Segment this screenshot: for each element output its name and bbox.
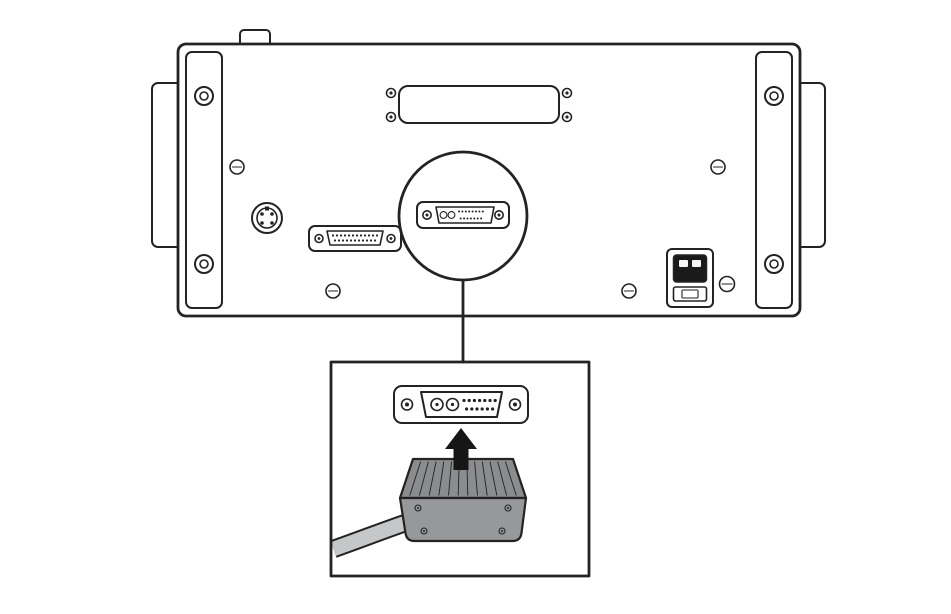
plate-screw-icons (385, 87, 573, 123)
mounting-hole-icon (194, 86, 214, 106)
detail-pin-dots (462, 398, 497, 411)
screw-icon (718, 275, 736, 293)
power-inlet-module (666, 248, 714, 308)
detail-inset-border (329, 360, 591, 578)
panel-screw-icons (229, 159, 736, 299)
db25-connector (308, 225, 402, 252)
instrument-rear-panel (151, 29, 826, 364)
power-switch (672, 254, 708, 283)
detail-combo-dsub-connector (393, 385, 529, 424)
screw-icon (325, 283, 341, 299)
fuse-drawer (672, 286, 708, 302)
combo-dsub-connector (416, 201, 510, 229)
din-connector (251, 202, 283, 234)
screw-icon (621, 283, 637, 299)
insert-direction-arrow-icon (445, 428, 477, 470)
plug-front-face (398, 496, 528, 543)
screw-icon (710, 159, 726, 175)
switch-mark (692, 260, 701, 267)
mounting-hole-icon (764, 254, 784, 274)
switch-mark (679, 260, 688, 267)
combo-pin-dots (458, 210, 484, 220)
detail-inset (329, 360, 591, 578)
screw-icon (229, 159, 245, 175)
db25-pin-dots (331, 234, 379, 242)
mounting-hole-icon (194, 254, 214, 274)
cable-plug (330, 457, 528, 558)
blank-cover-plate (385, 85, 573, 124)
rack-ear-right (755, 51, 793, 309)
plug-screw-icons (414, 504, 512, 535)
mounting-hole-icon (764, 86, 784, 106)
rack-ear-left (185, 51, 223, 309)
